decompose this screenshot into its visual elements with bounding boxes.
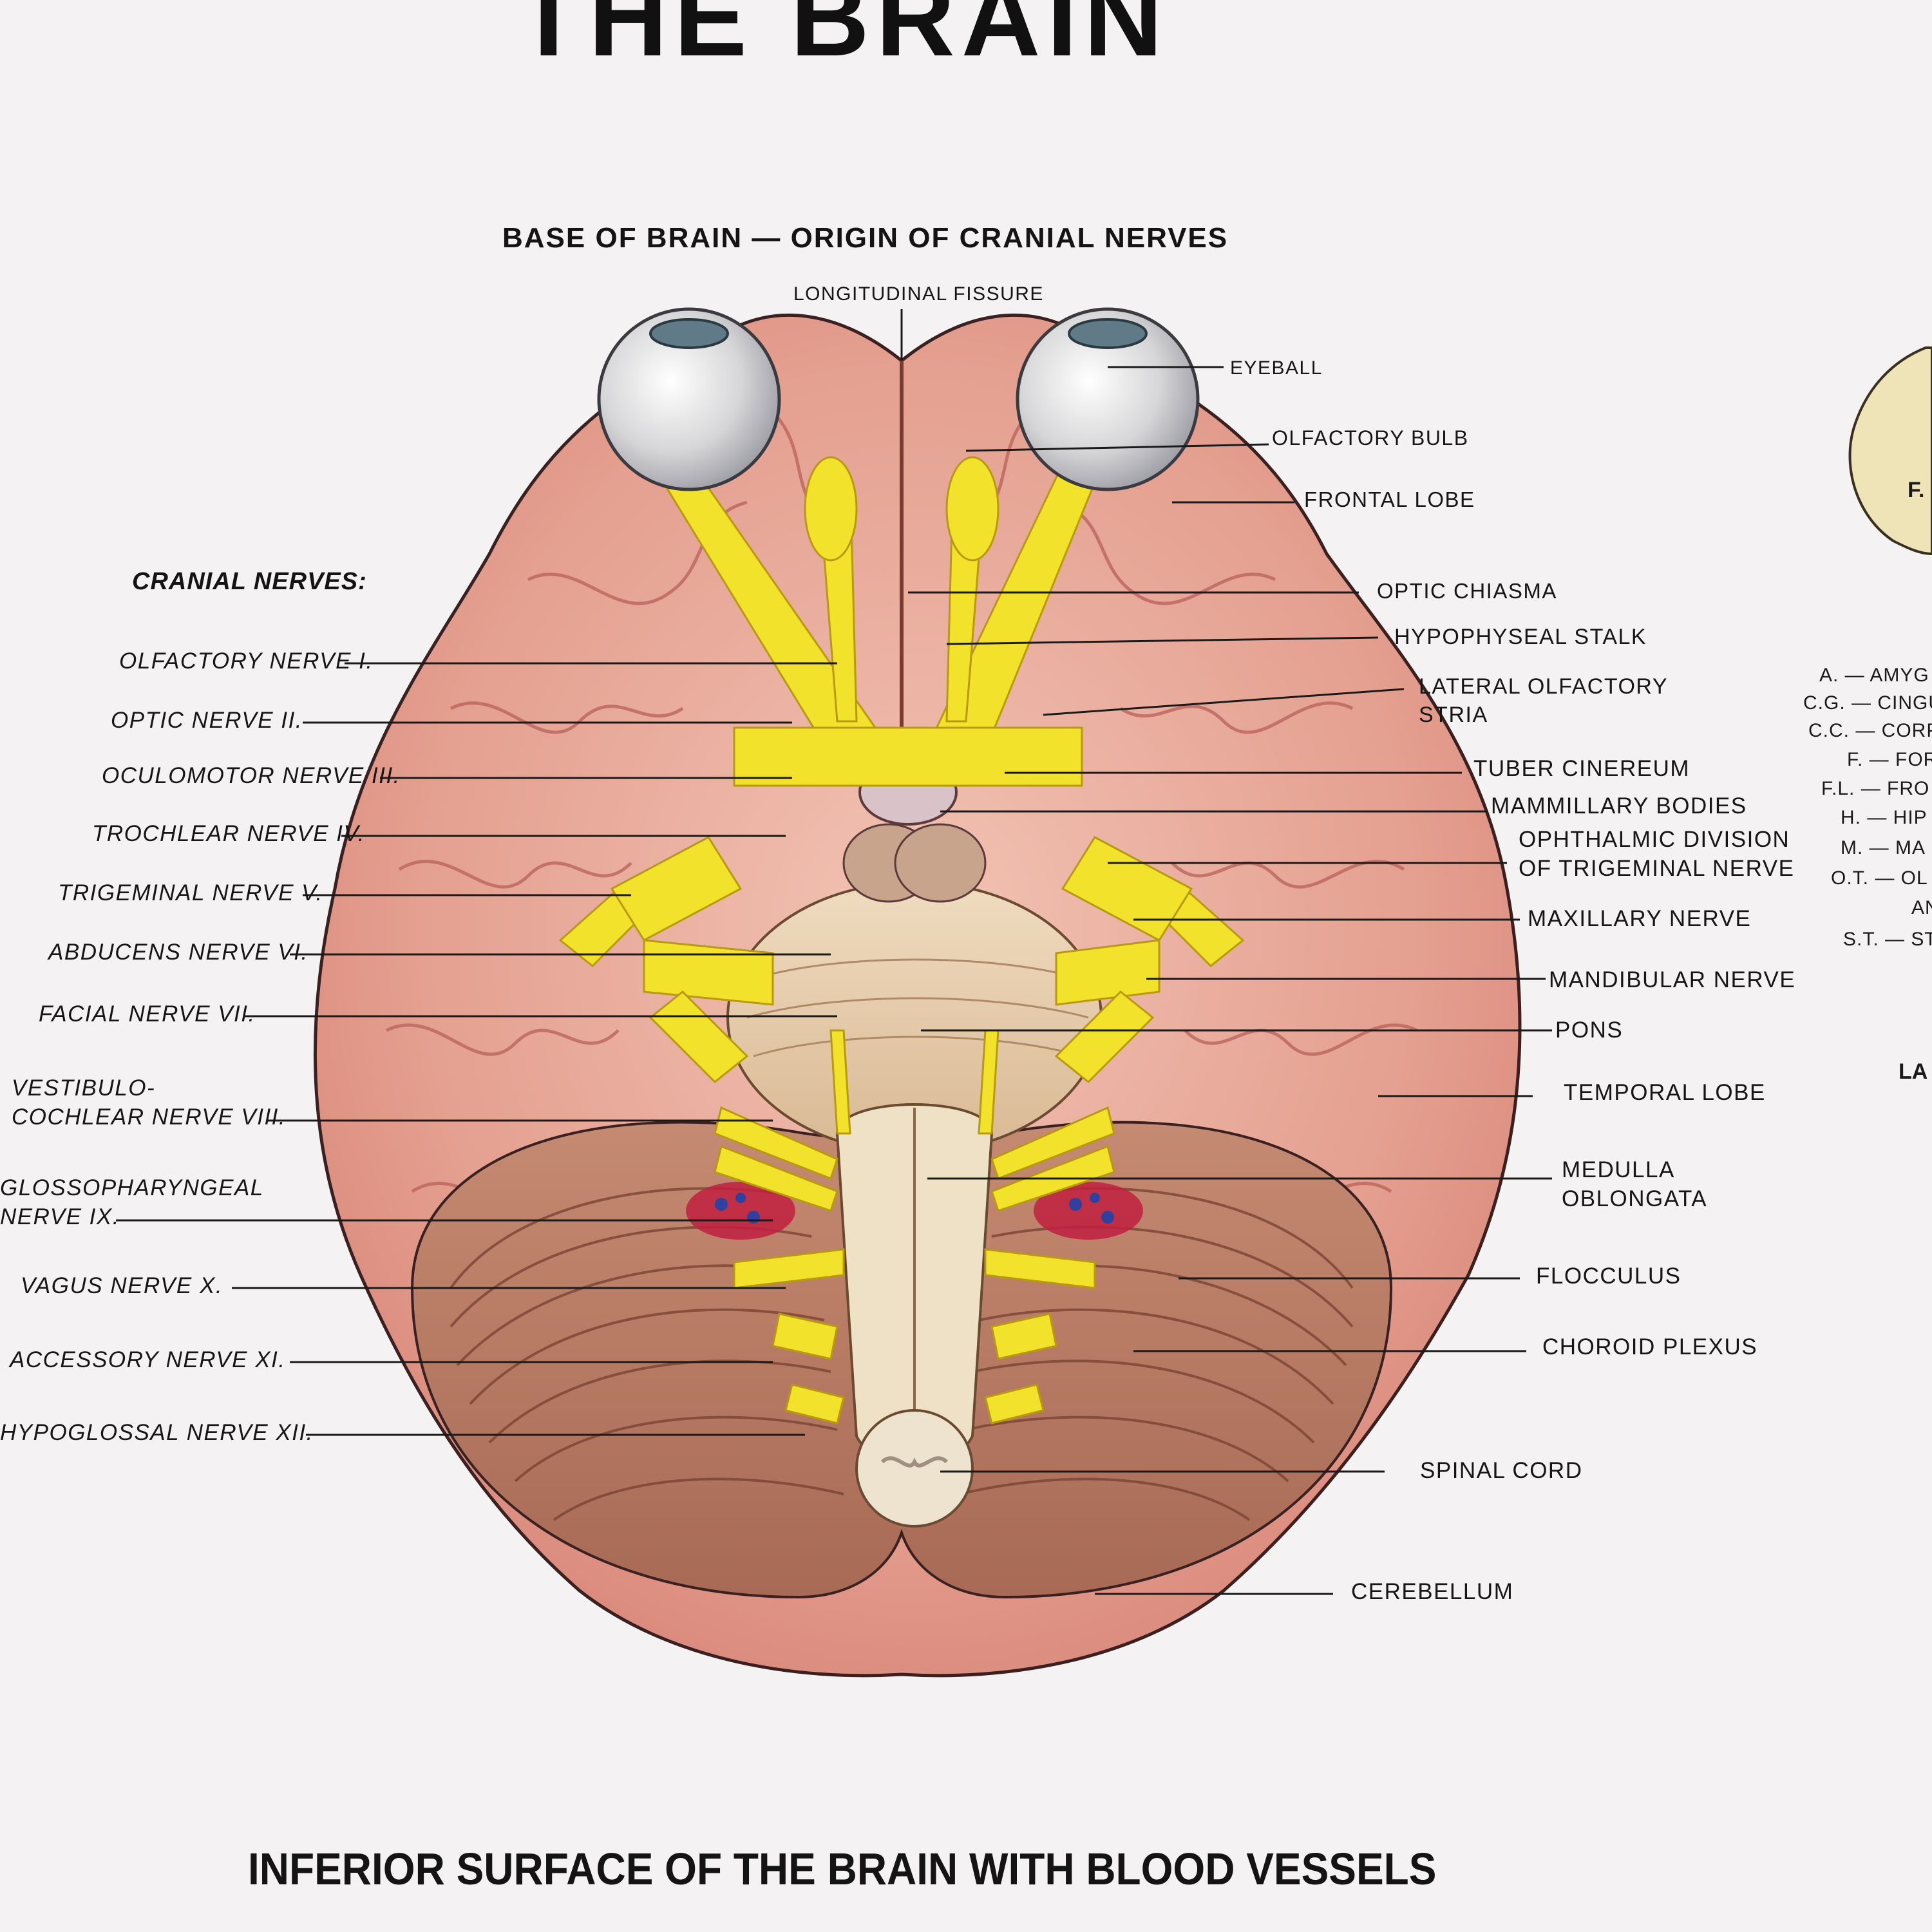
eyeball-left: [597, 307, 781, 491]
poster-title: THE BRAIN: [515, 0, 1170, 79]
label-vagus-nerve: VAGUS NERVE X.: [21, 1273, 223, 1298]
label-abducens-nerve: ABDUCENS NERVE VI.: [48, 940, 308, 965]
label-lateral-olfactory-stria: LATERAL OLFACTORY STRIA: [1419, 674, 1669, 727]
legend-item-a: A. — AMYG: [1819, 665, 1929, 686]
label-oculomotor-nerve: OCULOMOTOR NERVE III.: [102, 763, 401, 788]
legend-item-ot-cont: AN: [1911, 897, 1932, 918]
legend-item-st: S.T. — ST: [1843, 929, 1932, 950]
cranial-nerves-heading: CRANIAL NERVES:: [132, 568, 367, 595]
label-spinal-cord: SPINAL CORD: [1420, 1458, 1583, 1483]
eyeball-right: [1016, 307, 1200, 491]
label-pons: PONS: [1555, 1018, 1624, 1043]
label-optic-nerve: OPTIC NERVE II.: [111, 708, 303, 733]
legend-item-fl: F.L. — FRO: [1821, 778, 1930, 799]
label-trigeminal-nerve: TRIGEMINAL NERVE V.: [58, 880, 323, 905]
label-ophthalmic-division: OPHTHALMIC DIVISION OF TRIGEMINAL NERVE: [1519, 827, 1795, 881]
label-olfactory-nerve: OLFACTORY NERVE I.: [119, 649, 374, 674]
label-choroid-plexus: CHOROID PLEXUS: [1542, 1334, 1758, 1359]
label-mammillary-bodies: MAMMILLARY BODIES: [1491, 793, 1747, 819]
label-hypophyseal-stalk: HYPOPHYSEAL STALK: [1394, 625, 1647, 649]
label-mandibular-nerve: MANDIBULAR NERVE: [1549, 967, 1796, 992]
side-section-fragment: LA: [1899, 1059, 1928, 1084]
spinal-cord-shape: [855, 1409, 974, 1528]
label-frontal-lobe: FRONTAL LOBE: [1304, 488, 1475, 511]
label-accessory-nerve: ACCESSORY NERVE XI.: [10, 1347, 286, 1372]
legend-item-h: H. — HIP: [1841, 807, 1927, 828]
label-temporal-lobe: TEMPORAL LOBE: [1564, 1080, 1766, 1105]
side-figure-tag: F.: [1908, 478, 1925, 502]
legend-item-cc: C.C. — CORP: [1808, 720, 1932, 741]
label-flocculus: FLOCCULUS: [1536, 1264, 1681, 1289]
label-tuber-cinereum: TUBER CINEREUM: [1473, 756, 1690, 781]
label-olfactory-bulb: OLFACTORY BULB: [1272, 426, 1469, 450]
label-medulla-oblongata: MEDULLA OBLONGATA: [1562, 1157, 1708, 1211]
bottom-caption: INFERIOR SURFACE OF THE BRAIN WITH BLOOD…: [248, 1844, 1437, 1894]
legend-item-f: F. — FORM: [1847, 749, 1932, 770]
label-maxillary-nerve: MAXILLARY NERVE: [1528, 906, 1752, 931]
label-hypoglossal-nerve: HYPOGLOSSAL NERVE XII.: [0, 1420, 314, 1445]
label-facial-nerve: FACIAL NERVE VII.: [39, 1001, 256, 1027]
label-trochlear-nerve: TROCHLEAR NERVE IV.: [92, 821, 365, 846]
legend-item-m: M. — MA: [1841, 837, 1926, 858]
legend-item-ot: O.T. — OL: [1831, 867, 1928, 889]
label-longitudinal-fissure: LONGITUDINAL FISSURE: [793, 283, 1044, 305]
legend-item-cg: C.G. — CINGU: [1803, 692, 1932, 714]
label-eyeball: EYEBALL: [1230, 357, 1323, 379]
label-cerebellum: CEREBELLUM: [1351, 1579, 1514, 1604]
diagram-subtitle: BASE OF BRAIN — ORIGIN OF CRANIAL NERVES: [502, 222, 1229, 254]
label-glossopharyngeal-nerve: GLOSSOPHARYNGEAL NERVE IX.: [0, 1175, 264, 1229]
label-optic-chiasma: OPTIC CHIASMA: [1377, 579, 1557, 603]
label-vestibulocochlear-nerve: VESTIBULO- COCHLEAR NERVE VIII.: [12, 1075, 287, 1130]
